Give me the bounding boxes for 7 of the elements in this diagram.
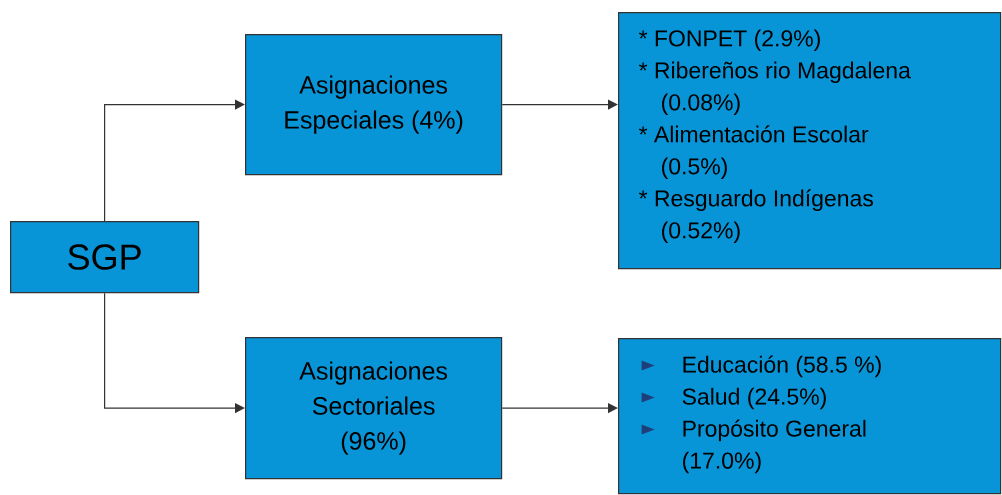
- arrow: [104, 99, 245, 222]
- process-box: SGP: [10, 221, 200, 294]
- list-box: Educación (58.5 %) Salud (24.5%) Propósito General (17.0%): [618, 338, 1002, 495]
- arrow: [501, 99, 618, 110]
- process-box: Asignaciones Especiales (4%): [245, 34, 503, 176]
- process-box: Asignaciones Sectoriales (96%): [245, 337, 503, 480]
- list-box: * FONPET (2.9%) * Ribereños rio Magdalena (0.08%) * Alimentación Escolar (0.5%) * Resguardo Indígenas (0.52%): [618, 12, 1002, 270]
